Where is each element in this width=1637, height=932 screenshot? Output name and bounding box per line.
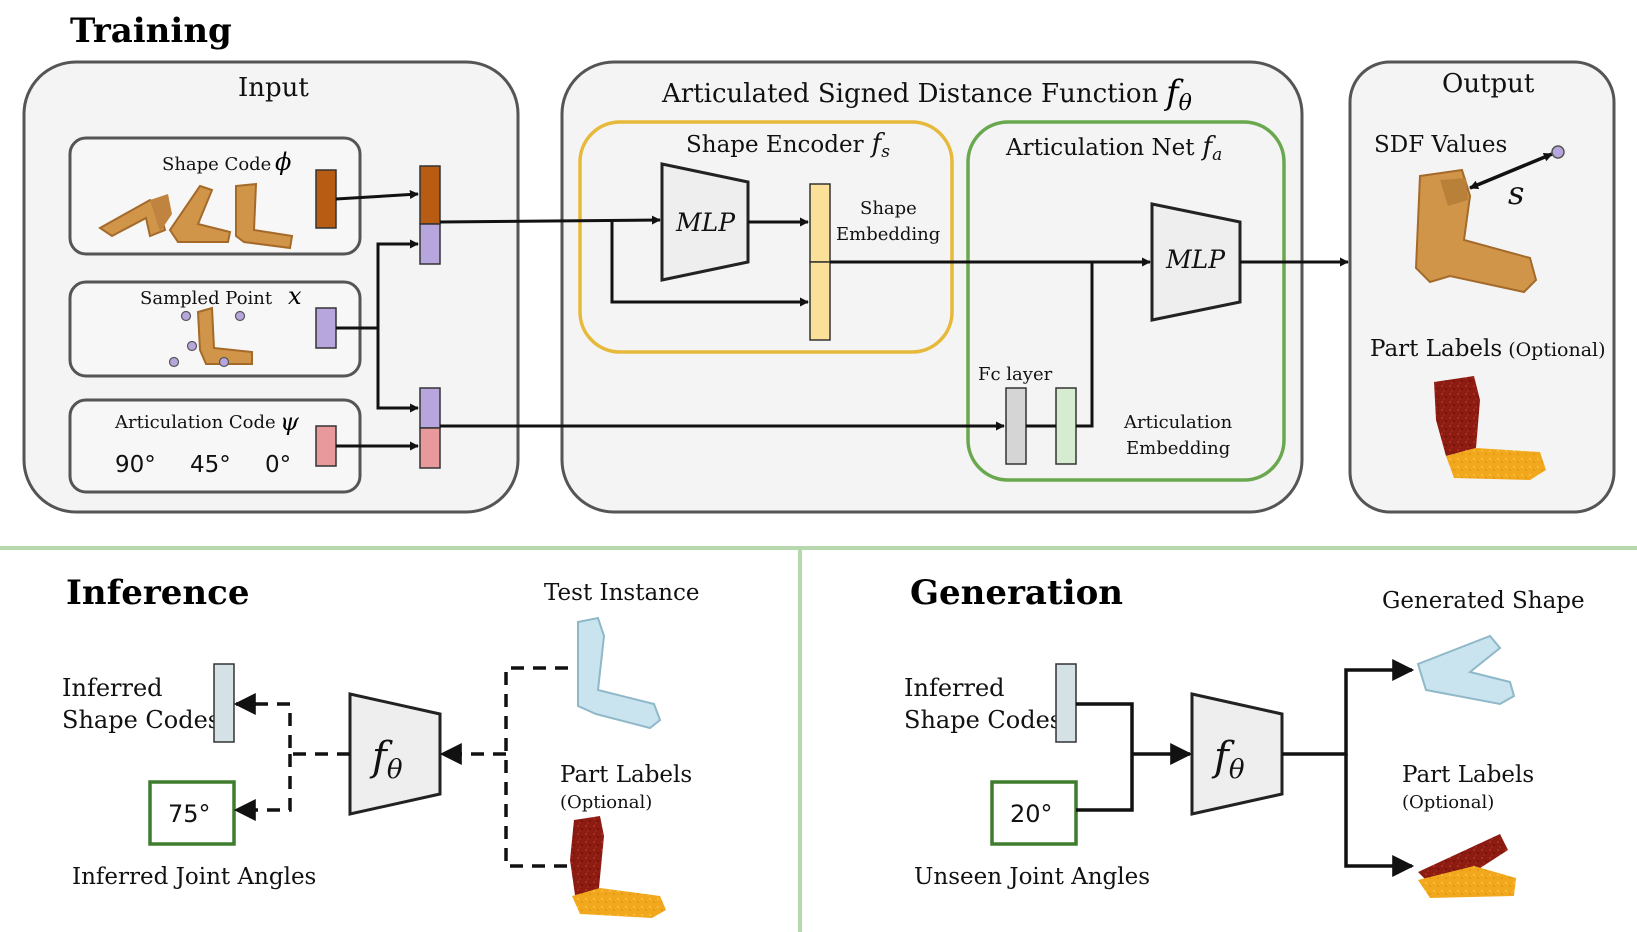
generation-part-chair [1418,834,1516,898]
inference-dashed-arrows [233,666,568,868]
output-panel [1348,60,1616,514]
sampled-point-symbol: x [288,282,302,310]
articulation-net-box [966,120,1286,482]
shape-embedding-line2: Embedding [836,224,940,245]
art-embedding-line2: Embedding [1126,438,1230,459]
inference-angle-box [148,780,236,846]
inferred-angles-label: Inferred Joint Angles [72,864,316,890]
generation-angle-box [990,780,1078,846]
inference-part-chair [570,816,666,918]
chair-thumbnail-1 [98,194,172,238]
inference-optional: (Optional) [560,792,652,813]
sdf-chair [1414,168,1538,294]
generation-shape-code-vector [1055,663,1077,743]
concat-point-bottom [419,387,441,429]
generation-f-trapezoid [1190,692,1284,816]
articulation-code-vector [315,425,337,467]
inference-f-trapezoid [348,692,442,816]
inference-test-instance-label: Test Instance [544,580,700,606]
generation-title: Generation [910,573,1123,613]
shape-code-label: Shape Code [162,154,271,175]
shape-code-symbol: ϕ [275,148,291,176]
angle-0: 0° [265,452,291,478]
generation-f-sub: θ [1229,755,1245,785]
articulation-code-label: Articulation Code [114,412,276,433]
shape-embedding-top [809,183,831,263]
generated-shape-label: Generated Shape [1382,588,1585,614]
artnet-mlp-trapezoid [1150,202,1242,322]
inference-codes-line2: Shape Codes [62,706,220,734]
training-arrows [439,215,1349,431]
inference-f-symbol: fθ [369,734,403,785]
artnet-mlp-label: MLP [1165,245,1226,274]
sampled-chair [196,306,253,365]
generation-optional: (Optional) [1402,792,1494,813]
articulation-code-symbol: ψ [280,408,300,436]
sampled-point-label: Sampled Point [140,288,273,309]
generation-codes-line1: Inferred [904,674,1005,702]
asdf-panel [560,60,1304,514]
generation-f-symbol: fθ [1211,734,1245,785]
output-part-labels: Part Labels (Optional) [1370,336,1606,362]
inference-angle-value: 75° [168,800,211,828]
angle-45: 45° [190,452,231,478]
output-part-chair [1434,376,1546,480]
shape-code-vector [315,169,337,229]
inference-f-sub: θ [387,755,403,785]
angle-90: 90° [115,452,156,478]
shape-embedding-line1: Shape [860,198,917,219]
generated-chair [1416,634,1516,706]
generation-codes-line2: Shape Codes [904,706,1062,734]
shape-code-box [68,136,362,256]
sdf-values-label: SDF Values [1374,132,1507,158]
artnet-sub: a [1212,145,1222,165]
inference-shape-code-vector [213,663,235,743]
generation-arrows [1076,659,1415,877]
sample-points [168,310,246,368]
test-instance-chair [577,616,662,730]
encoder-mlp-trapezoid [660,162,750,282]
encoder-mlp-label: MLP [675,208,736,237]
unseen-angles-label: Unseen Joint Angles [914,864,1150,890]
generation-angle-value: 20° [1010,800,1053,828]
sampled-point-vector [315,307,337,349]
generation-part-labels: Part Labels [1402,762,1534,788]
sdf-query-point [1551,145,1565,159]
shape-encoder-box [578,120,954,354]
asdf-sub: θ [1179,91,1192,116]
input-title: Input [238,73,309,103]
input-arrows [335,190,419,451]
sdf-distance-arrow [1469,152,1553,190]
shape-embedding-bottom [809,261,831,341]
output-part-labels-text: Part Labels [1370,336,1502,362]
chair-thumbnail-2 [168,184,232,243]
output-part-labels-optional: (Optional) [1508,339,1605,361]
inference-title: Inference [66,573,249,613]
concat-articulation-code [419,427,441,469]
fc-layer-label: Fc layer [978,364,1053,385]
inference-codes-line1: Inferred [62,674,163,702]
artnet-text: Articulation Net [1005,135,1195,161]
fc-layer-vector [1005,387,1027,465]
shape-encoder-sub: s [881,142,890,162]
articulation-embedding-vector [1055,387,1077,465]
chair-thumbnail-3 [235,182,294,250]
asdf-title: Articulated Signed Distance Function [661,79,1159,109]
concat-point-top [419,223,441,265]
shape-encoder-text: Shape Encoder [686,132,864,158]
sdf-symbol: s [1508,174,1524,212]
output-title: Output [1442,69,1535,99]
inference-part-labels: Part Labels [560,762,692,788]
concat-shape-code [419,165,441,225]
training-title: Training [70,11,232,51]
art-embedding-line1: Articulation [1123,412,1233,433]
